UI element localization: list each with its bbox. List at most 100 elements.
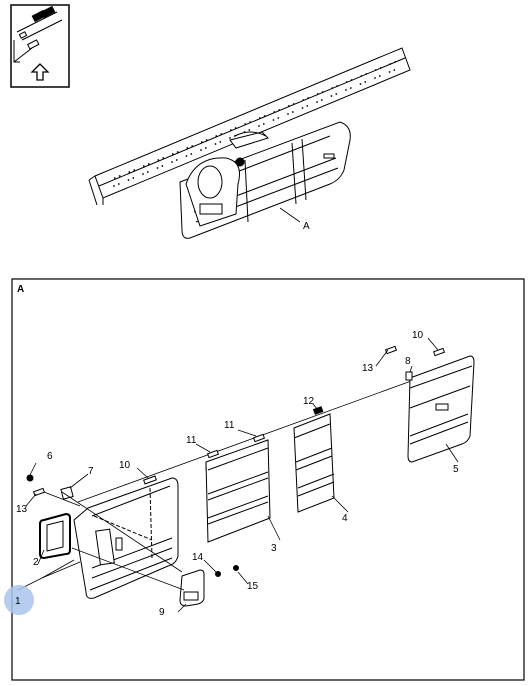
rail-rivet xyxy=(349,87,352,89)
rail-rivet xyxy=(219,141,222,143)
rail-rivet xyxy=(273,111,276,113)
rail-rivet xyxy=(272,119,275,121)
rail-rivet xyxy=(128,171,131,173)
rail-rivet xyxy=(171,153,174,155)
rail-rivet xyxy=(316,93,319,95)
callout-12: 12 xyxy=(303,396,315,407)
rail-rivet xyxy=(214,143,217,145)
rail-rivet xyxy=(320,99,323,101)
rail-rivet xyxy=(215,135,218,137)
rail-rivet xyxy=(379,67,382,69)
rail-rivet xyxy=(277,117,280,119)
rail-rivet xyxy=(287,113,289,115)
front-fairing-panel xyxy=(73,477,179,599)
rail-rivet xyxy=(302,99,305,101)
rail-rivet xyxy=(350,79,353,81)
callout-8: 8 xyxy=(405,356,411,367)
rail-rivet xyxy=(200,141,203,143)
rail-rivet xyxy=(118,175,121,177)
rail-rivet xyxy=(190,153,193,155)
rail-rivet xyxy=(336,85,339,87)
rail-rivet xyxy=(359,83,362,85)
callout-5: 5 xyxy=(453,464,459,475)
rail-rivet xyxy=(258,125,260,127)
rail-rivet xyxy=(205,139,208,141)
leader-lines xyxy=(17,337,459,613)
fairing-panel-3 xyxy=(205,439,271,543)
rail-rivet xyxy=(248,129,251,131)
access-door-gasket xyxy=(39,512,71,560)
rail-rivet xyxy=(278,109,281,111)
rail-rivet xyxy=(229,137,231,139)
rail-rivet xyxy=(176,151,179,153)
rail-rivet xyxy=(388,71,391,73)
rail-rivet xyxy=(389,63,392,65)
rail-rivet xyxy=(186,147,189,149)
rail-rivet xyxy=(321,91,324,93)
overview-callout-a: A xyxy=(303,221,310,232)
rail-rivet xyxy=(360,75,363,77)
rail-rivet xyxy=(316,101,318,103)
rail-rivet xyxy=(157,159,160,161)
rail-rivet xyxy=(306,105,309,107)
callout-1-highlight[interactable] xyxy=(4,585,34,615)
rail-rivet xyxy=(113,177,116,179)
rail-rivet xyxy=(345,81,348,83)
callout-14: 14 xyxy=(192,552,204,563)
rail-rivet xyxy=(291,111,294,113)
callout-10-right: 10 xyxy=(412,330,424,341)
assembly-axis xyxy=(77,379,415,503)
callout-2: 2 xyxy=(33,557,39,568)
rail-rivet xyxy=(142,165,145,167)
detail-frame xyxy=(11,278,525,681)
callout-1: 1 xyxy=(15,596,21,607)
callout-10-left: 10 xyxy=(119,460,131,471)
rail-rivet xyxy=(249,121,252,123)
detail-frame-label: A xyxy=(17,284,24,295)
hardware-parts xyxy=(26,345,446,577)
callout-6: 6 xyxy=(47,451,53,462)
rail-rivet xyxy=(292,103,295,105)
rail-rivet xyxy=(204,147,207,149)
rail-rivet xyxy=(191,145,194,147)
rail-rivet xyxy=(161,165,164,167)
rail-rivet xyxy=(185,155,188,157)
rail-rivet xyxy=(146,171,149,173)
fairing-panel-5 xyxy=(407,355,475,463)
rail-rivet xyxy=(117,183,120,185)
callout-3: 3 xyxy=(271,543,277,554)
rail-rivet xyxy=(263,115,266,117)
rail-rivet xyxy=(162,157,165,159)
rail-rivet xyxy=(133,169,136,171)
rail-rivet xyxy=(147,163,150,165)
truck-frame-overview xyxy=(88,47,411,239)
rail-rivet xyxy=(142,173,144,175)
rail-rivet xyxy=(301,107,304,109)
rail-rivet xyxy=(262,123,265,125)
rail-rivet xyxy=(331,87,334,89)
rail-rivet xyxy=(244,123,247,125)
callout-11-left: 11 xyxy=(186,435,197,446)
rail-rivet xyxy=(393,69,396,71)
rail-rivet xyxy=(345,89,347,91)
callout-13-left: 13 xyxy=(16,504,28,515)
rail-rivet xyxy=(156,167,159,169)
orientation-icon xyxy=(10,4,70,88)
rail-rivet xyxy=(374,77,376,79)
rail-rivet xyxy=(200,149,202,151)
rail-rivet xyxy=(364,81,367,83)
rail-rivet xyxy=(394,61,397,63)
rail-rivet xyxy=(220,133,223,135)
rail-rivet xyxy=(335,93,338,95)
rail-rivet xyxy=(378,75,381,77)
rail-rivet xyxy=(307,97,310,99)
rail-rivet xyxy=(175,159,178,161)
rail-rivet xyxy=(229,129,232,131)
callout-15: 15 xyxy=(247,581,259,592)
rail-rivet xyxy=(127,179,130,181)
rail-rivet xyxy=(374,69,377,71)
callout-9: 9 xyxy=(159,607,165,618)
callout-4: 4 xyxy=(342,513,348,524)
rail-rivet xyxy=(330,95,333,97)
